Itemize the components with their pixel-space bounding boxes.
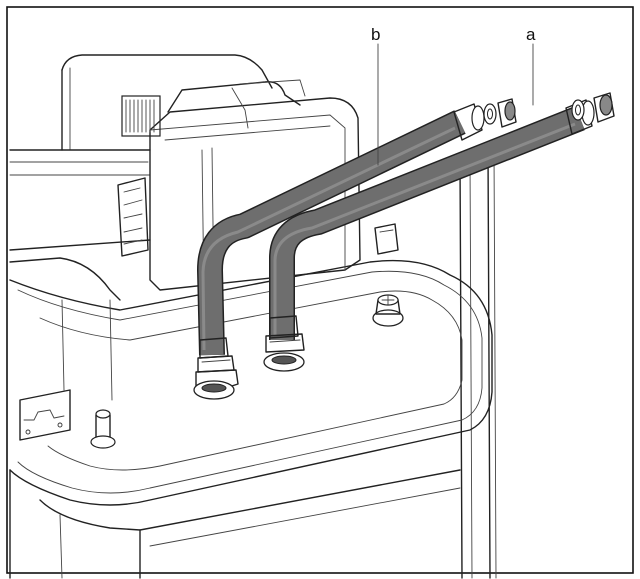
nut-b: [504, 101, 516, 121]
washer-b: [483, 103, 497, 125]
callout-a: a: [526, 25, 536, 106]
hose-b: [193, 98, 517, 400]
vent-grille: [121, 95, 161, 137]
callout-b-label: b: [371, 25, 380, 44]
washer-a: [571, 99, 585, 121]
appliance-body: [9, 54, 497, 579]
nut-a: [599, 94, 613, 116]
callout-a-label: a: [526, 25, 536, 44]
pump-housing: [117, 79, 399, 301]
hose-a: [263, 92, 615, 372]
frame-border: [6, 6, 634, 574]
callout-b: b: [371, 25, 380, 166]
drain-screw: [372, 294, 404, 327]
